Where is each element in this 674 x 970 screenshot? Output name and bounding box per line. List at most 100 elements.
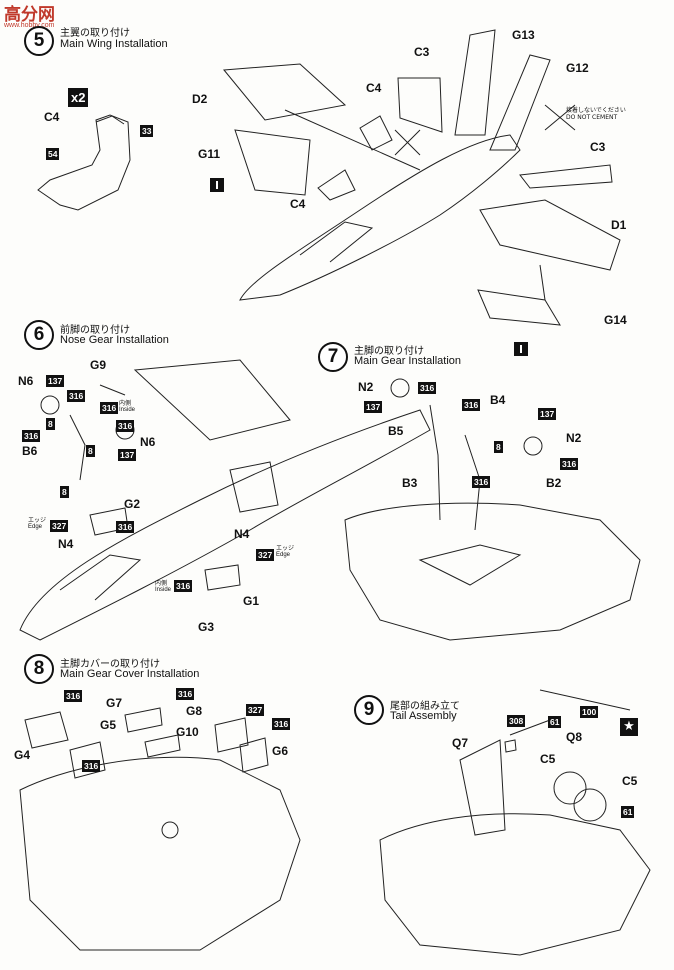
canopy-6 <box>59 554 142 601</box>
code-316: 316 <box>176 688 195 700</box>
note-edge-jp: エッジ <box>28 518 47 524</box>
code-61: 61 <box>621 806 635 818</box>
code-327: 327 <box>256 549 275 561</box>
step-8-title-en: Main Gear Cover Installation <box>60 668 200 680</box>
step-8-number: 8 <box>24 654 54 684</box>
label-n2-b: N2 <box>566 431 582 445</box>
part-q8 <box>509 719 551 736</box>
step-9-title-en: Tail Assembly <box>390 710 457 722</box>
cover-g10 <box>214 717 249 753</box>
label-b2: B2 <box>546 476 562 490</box>
fuselage-7 <box>344 502 641 641</box>
pin-icon <box>210 178 224 192</box>
no-cement-cross <box>394 129 421 156</box>
part-q7 <box>504 739 517 753</box>
fuselage-8 <box>19 756 301 951</box>
label-c5-b: C5 <box>622 774 638 788</box>
part-c3-upper <box>397 77 443 133</box>
fin-9 <box>459 739 506 836</box>
label-c3-lower: C3 <box>590 140 606 154</box>
no-cement-en: DO NOT CEMENT <box>566 114 618 121</box>
label-n2-a: N2 <box>358 380 374 394</box>
code-316: 316 <box>82 760 101 772</box>
panel-g11 <box>234 129 311 196</box>
wheel-8 <box>161 821 179 839</box>
door-g1 <box>204 564 241 591</box>
label-g13: G13 <box>512 28 535 42</box>
wing-d2 <box>223 63 347 121</box>
label-d2: D2 <box>192 92 208 106</box>
code-327: 327 <box>246 704 265 716</box>
label-g11: G11 <box>198 147 221 161</box>
note-inside-en: Inside <box>155 587 172 593</box>
label-b6: B6 <box>22 444 38 458</box>
step-5-number: 5 <box>24 26 54 56</box>
label-g2: G2 <box>124 497 141 511</box>
cover-g4 <box>24 711 69 749</box>
code-316: 316 <box>472 476 491 488</box>
code-8: 8 <box>46 418 55 430</box>
code-316: 316 <box>22 430 41 442</box>
code-316: 316 <box>64 690 83 702</box>
code-8: 8 <box>86 445 95 457</box>
cover-g7 <box>124 707 163 733</box>
code-308: 308 <box>507 715 526 727</box>
watermark-url: www.hobby.com <box>4 22 55 29</box>
step-9-title-jp: 尾部の組み立て <box>390 701 460 712</box>
fin-g13 <box>454 29 496 136</box>
nozzle-c5-a <box>553 771 587 805</box>
part-c4-b <box>317 169 356 201</box>
code-137: 137 <box>538 408 557 420</box>
code-316: 316 <box>418 382 437 394</box>
step-5-title-en: Main Wing Installation <box>60 38 168 50</box>
label-g9: G9 <box>90 358 107 372</box>
label-g5: G5 <box>100 718 117 732</box>
fuselage-6 <box>19 409 431 641</box>
guide-line <box>539 264 546 301</box>
pin-icon <box>514 342 528 356</box>
step-7-title-en: Main Gear Installation <box>354 355 461 367</box>
code-316: 316 <box>174 580 193 592</box>
label-g10: G10 <box>176 725 199 739</box>
watermark-logo: 高分网 www.hobby.com <box>0 0 68 36</box>
label-d1: D1 <box>611 218 627 232</box>
code-33: 33 <box>140 125 154 137</box>
part-c4-a <box>359 115 393 151</box>
label-g3: G3 <box>198 620 215 634</box>
step-7-title-jp: 主脚の取り付け <box>354 346 424 357</box>
code-100: 100 <box>580 706 599 718</box>
step-9-number: 9 <box>354 695 384 725</box>
seat-shape <box>37 114 131 211</box>
probe-part <box>539 689 631 711</box>
step-7-number: 7 <box>318 342 348 372</box>
step-5-title-jp: 主翼の取り付け <box>60 28 130 39</box>
label-c4-b: C4 <box>290 197 306 211</box>
wheel-n6-a <box>40 395 60 415</box>
note-edge-en: Edge <box>28 524 43 530</box>
label-g12: G12 <box>566 61 589 75</box>
nose-strut <box>69 414 86 481</box>
no-cement-jp: 接着しないでください <box>566 107 626 114</box>
code-316: 316 <box>272 718 291 730</box>
note-inside-en: Inside <box>119 407 136 413</box>
code-54: 54 <box>46 148 60 160</box>
code-327: 327 <box>50 520 69 532</box>
label-b3: B3 <box>402 476 418 490</box>
label-g8: G8 <box>186 704 203 718</box>
label-q8: Q8 <box>566 730 583 744</box>
code-8: 8 <box>494 441 503 453</box>
no-cement-cross-2 <box>544 104 576 131</box>
no-cement-note: 接着しないでください DO NOT CEMENT <box>566 107 626 121</box>
label-c5-a: C5 <box>540 752 556 766</box>
label-g14: G14 <box>604 313 627 327</box>
label-g1: G1 <box>243 594 260 608</box>
code-316: 316 <box>116 420 135 432</box>
label-b4: B4 <box>490 393 506 407</box>
code-137: 137 <box>46 375 65 387</box>
watermark-text: 高分网 <box>4 5 55 25</box>
code-137: 137 <box>118 449 137 461</box>
